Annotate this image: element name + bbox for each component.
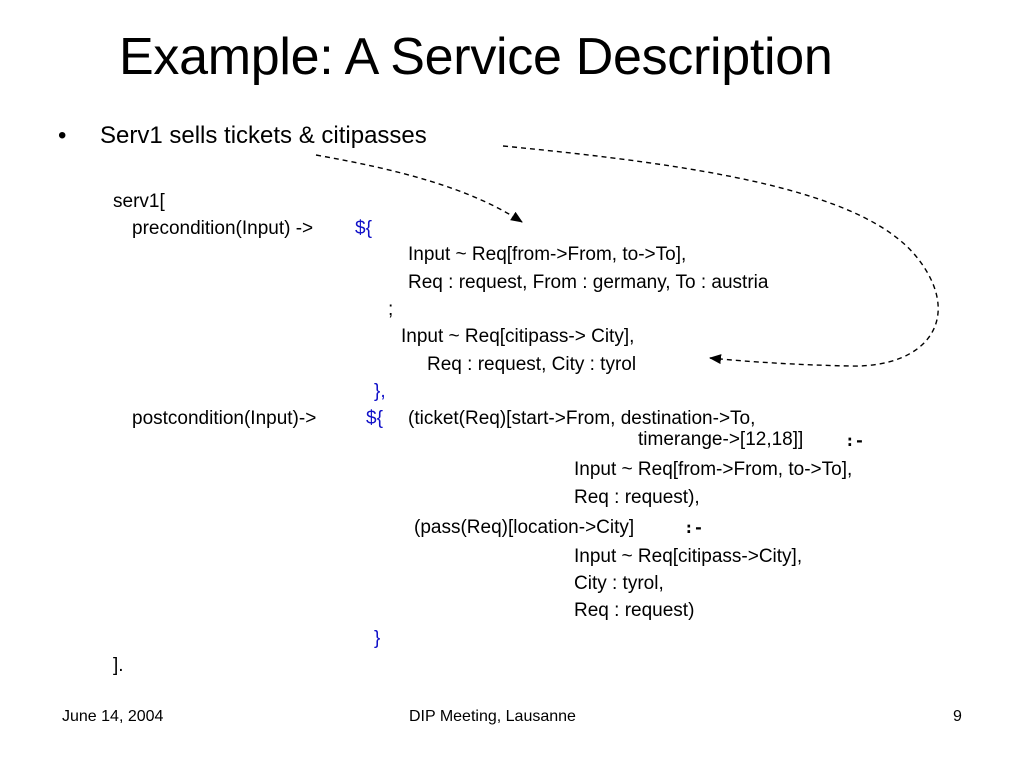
code-line-serv1: serv1[	[113, 191, 165, 212]
bullet-text: Serv1 sells tickets & citipasses	[100, 122, 427, 149]
code-line-pre-4: Req : request, City : tyrol	[427, 354, 637, 375]
code-line-semicolon: ;	[388, 299, 394, 320]
code-line-end: ].	[113, 655, 124, 676]
code-line-postcondition: postcondition(Input)->	[132, 408, 317, 429]
code-line-pre-2: Req : request, From : germany, To : aust…	[408, 272, 769, 293]
code-line-pass: (pass(Req)[location->City]	[414, 517, 635, 538]
slide-title: Example: A Service Description	[119, 28, 833, 86]
footer-event: DIP Meeting, Lausanne	[409, 708, 576, 725]
code-line-pre-1: Input ~ Req[from->From, to->To],	[408, 244, 687, 265]
code-line-timerange: timerange->[12,18]]	[638, 429, 804, 450]
code-line-post-1: Input ~ Req[from->From, to->To],	[574, 459, 853, 480]
code-brace-close-post: }	[374, 628, 381, 649]
bullet-marker: •	[58, 122, 67, 149]
code-line-post-5: Req : request)	[574, 600, 695, 621]
code-line-ticket: (ticket(Req)[start->From, destination->T…	[408, 408, 756, 429]
code-line-precondition: precondition(Input) ->	[132, 218, 314, 239]
footer-page-number: 9	[953, 708, 962, 725]
code-line-post-3: Input ~ Req[citipass->City],	[574, 546, 803, 567]
arrow-tickets	[315, 154, 523, 223]
code-operator-ticket: :-	[845, 431, 865, 450]
code-operator-pass: :-	[684, 518, 704, 537]
code-line-post-2: Req : request),	[574, 487, 700, 508]
code-brace-close-pre: },	[374, 381, 386, 402]
code-brace-open-pre: ${	[355, 218, 372, 239]
code-line-pre-3: Input ~ Req[citipass-> City],	[401, 326, 635, 347]
footer-date: June 14, 2004	[62, 708, 164, 725]
code-line-post-4: City : tyrol,	[574, 573, 664, 594]
code-brace-open-post: ${	[366, 408, 383, 429]
